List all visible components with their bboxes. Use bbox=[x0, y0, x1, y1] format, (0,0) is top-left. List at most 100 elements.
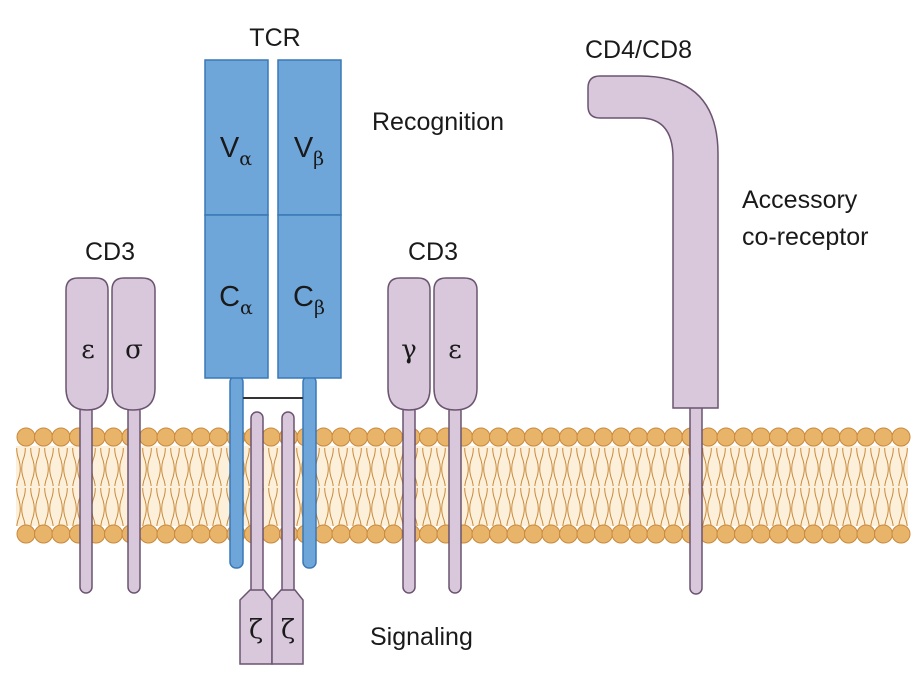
cd3-right-chain-2-symbol: ε bbox=[448, 335, 461, 365]
lipid-head-inner bbox=[786, 524, 806, 544]
cd4-cd8-coreceptor bbox=[587, 75, 719, 595]
v-beta-label: Vβ bbox=[294, 132, 324, 170]
lipid-head-outer bbox=[891, 427, 911, 447]
tcr-alpha-stalk bbox=[229, 375, 244, 569]
cd3-sigma-domain bbox=[111, 277, 156, 411]
cd3-epsilon-domain bbox=[65, 277, 109, 411]
v-alpha-domain bbox=[204, 59, 269, 216]
tcr-beta-stalk bbox=[302, 375, 317, 569]
zeta-left-stalk bbox=[250, 411, 264, 599]
lipid-head-inner bbox=[874, 524, 893, 544]
cd3-left-stalk-1 bbox=[79, 404, 93, 594]
lipid-head-outer bbox=[559, 427, 578, 447]
lipid-head-inner bbox=[524, 524, 543, 544]
lipid-head-outer bbox=[349, 427, 368, 447]
lipid-head-outer bbox=[541, 427, 561, 447]
cd3-epsilon-right-domain bbox=[433, 277, 478, 411]
lipid-head-inner bbox=[891, 524, 911, 544]
cd4-cd8-label: CD4/CD8 bbox=[585, 36, 692, 64]
lipid-head-inner bbox=[191, 524, 211, 544]
lipid-head-outer bbox=[419, 427, 438, 447]
cd3-left-complex: ε σ bbox=[65, 277, 156, 594]
lipid-head-outer bbox=[629, 427, 648, 447]
lipid-head-inner bbox=[331, 524, 351, 544]
lipid-head-outer bbox=[366, 427, 386, 447]
tcr-heterodimer: Vα Vβ Cα Cβ bbox=[204, 59, 342, 379]
lipid-head-outer bbox=[734, 427, 753, 447]
lipid-head-outer bbox=[716, 427, 736, 447]
lipid-head-outer bbox=[16, 427, 36, 447]
lipid-head-inner bbox=[611, 524, 631, 544]
zeta-right-domain bbox=[271, 589, 304, 665]
membrane-tails-inner bbox=[16, 488, 908, 526]
lipid-head-inner bbox=[366, 524, 386, 544]
lipid-head-outer bbox=[51, 427, 71, 447]
lipid-head-outer bbox=[594, 427, 613, 447]
lipid-head-inner bbox=[559, 524, 578, 544]
cd3-left-label: CD3 bbox=[85, 238, 135, 266]
lipid-head-outer bbox=[331, 427, 351, 447]
lipid-head-outer bbox=[156, 427, 176, 447]
lipid-head-inner bbox=[751, 524, 771, 544]
lipid-head-inner bbox=[856, 524, 876, 544]
lipid-head-inner bbox=[104, 524, 123, 544]
lipid-head-outer bbox=[856, 427, 876, 447]
lipid-head-outer bbox=[786, 427, 806, 447]
lipid-head-inner bbox=[506, 524, 526, 544]
lipid-head-inner bbox=[646, 524, 666, 544]
lipid-head-inner bbox=[156, 524, 176, 544]
zeta-chains: ζ ζ bbox=[239, 411, 304, 665]
lipid-head-inner bbox=[821, 524, 841, 544]
lipid-head-outer bbox=[489, 427, 508, 447]
membrane-tails-outer bbox=[16, 448, 908, 486]
lipid-head-outer bbox=[209, 427, 228, 447]
lipid-head-inner bbox=[839, 524, 858, 544]
lipid-head-outer bbox=[314, 427, 333, 447]
lipid-head-outer bbox=[174, 427, 193, 447]
lipid-head-inner bbox=[594, 524, 613, 544]
membrane-heads-inner bbox=[16, 524, 911, 544]
c-alpha-domain bbox=[204, 214, 269, 379]
cell-membrane bbox=[16, 427, 911, 544]
zeta-left-symbol: ζ bbox=[249, 615, 263, 645]
cd3-left-chain-2-symbol: σ bbox=[125, 335, 143, 365]
lipid-head-inner bbox=[349, 524, 368, 544]
accessory-label-line1: Accessory bbox=[742, 186, 858, 214]
cd3-gamma-domain bbox=[387, 277, 431, 411]
c-beta-domain bbox=[277, 214, 342, 379]
lipid-head-outer bbox=[804, 427, 823, 447]
lipid-head-inner bbox=[51, 524, 71, 544]
lipid-head-inner bbox=[174, 524, 193, 544]
lipid-head-inner bbox=[314, 524, 333, 544]
zeta-right-symbol: ζ bbox=[281, 615, 295, 645]
tcr-label: TCR bbox=[249, 24, 300, 52]
lipid-head-inner bbox=[664, 524, 683, 544]
lipid-head-inner bbox=[489, 524, 508, 544]
cd3-right-stalk-2 bbox=[448, 404, 462, 594]
lipid-head-inner bbox=[384, 524, 403, 544]
lipid-head-outer bbox=[104, 427, 123, 447]
cd3-right-chain-1-symbol: γ bbox=[401, 335, 417, 365]
lipid-head-inner bbox=[716, 524, 736, 544]
accessory-label-line2: co-receptor bbox=[742, 223, 868, 251]
lipid-head-inner bbox=[419, 524, 438, 544]
lipid-head-outer bbox=[769, 427, 788, 447]
cd3-left-chain-1-symbol: ε bbox=[81, 335, 94, 365]
c-alpha-label: Cα bbox=[219, 281, 253, 319]
signaling-label: Signaling bbox=[370, 623, 473, 651]
lipid-head-inner bbox=[34, 524, 53, 544]
lipid-head-outer bbox=[261, 427, 281, 447]
v-alpha-label: Vα bbox=[220, 132, 252, 170]
lipid-head-outer bbox=[139, 427, 158, 447]
coreceptor-domain bbox=[587, 75, 719, 409]
lipid-head-outer bbox=[191, 427, 211, 447]
lipid-head-inner bbox=[769, 524, 788, 544]
coreceptor-stalk bbox=[689, 397, 703, 595]
lipid-head-inner bbox=[139, 524, 158, 544]
recognition-label: Recognition bbox=[372, 108, 504, 136]
c-beta-label: Cβ bbox=[293, 281, 325, 319]
cd3-right-complex: γ ε bbox=[387, 277, 478, 594]
lipid-head-inner bbox=[804, 524, 823, 544]
membrane-heads-outer bbox=[16, 427, 911, 447]
